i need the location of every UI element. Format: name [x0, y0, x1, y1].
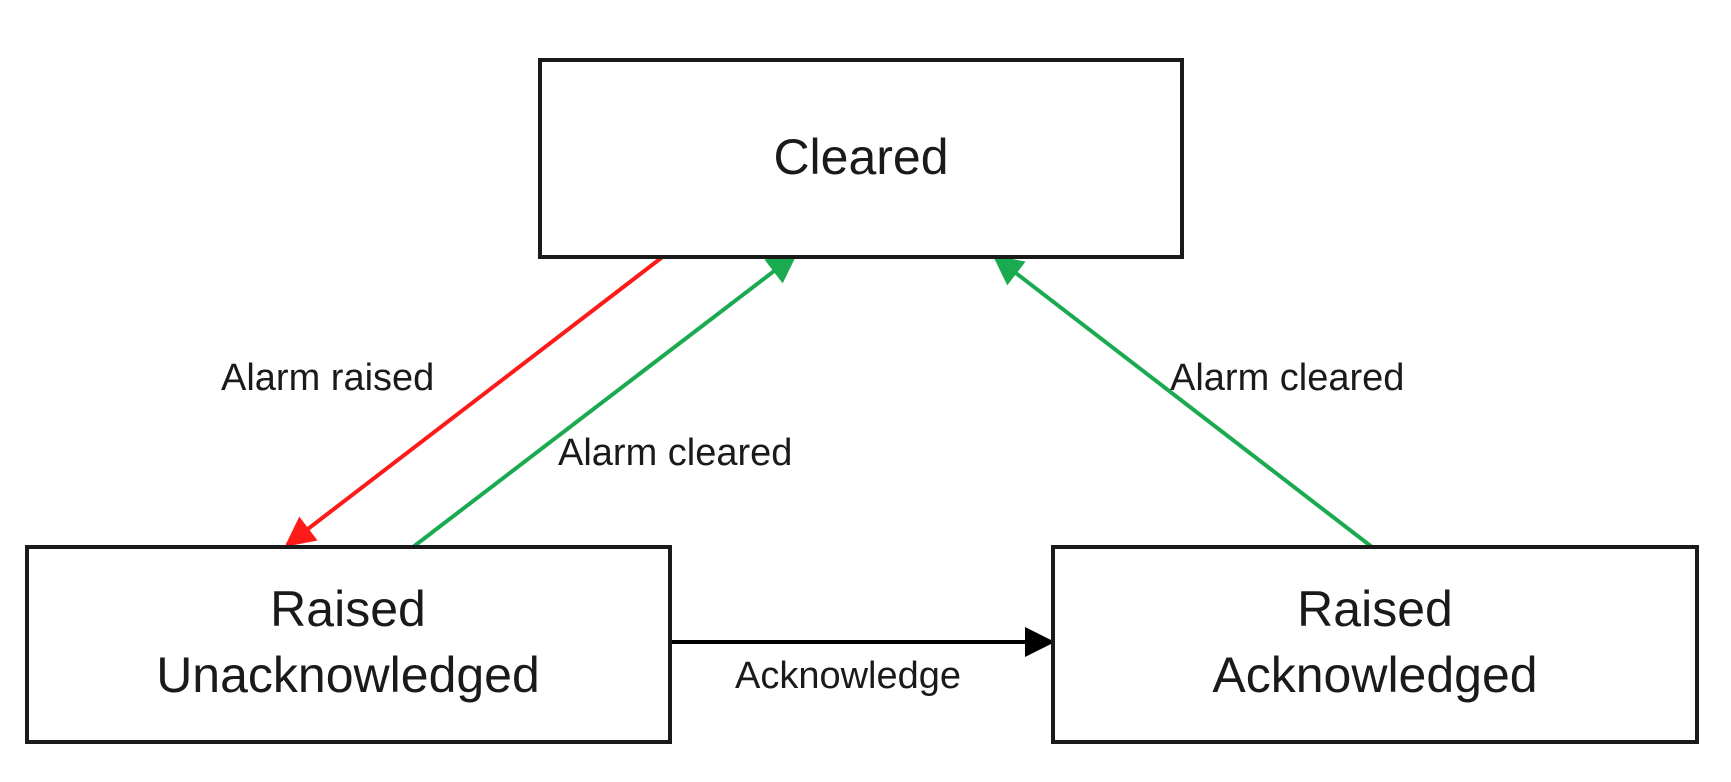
state-raised-ack-box	[1051, 545, 1699, 744]
state-cleared-label: Cleared	[773, 129, 948, 185]
alarm-raised-arrow	[284, 250, 671, 547]
state-raised-acknowledged: Raised Acknowledged	[1051, 545, 1699, 744]
alarm-raised-label: Alarm raised	[221, 357, 434, 399]
acknowledge-label: Acknowledge	[735, 655, 961, 697]
state-raised-unacknowledged: Raised Unacknowledged	[25, 545, 672, 744]
state-raised-unack-line1: Raised	[270, 581, 426, 637]
state-cleared: Cleared	[538, 58, 1184, 259]
state-raised-ack-line2: Acknowledged	[1212, 647, 1537, 703]
ack-to-cleared-arrow	[992, 255, 1374, 549]
state-raised-unack-box	[25, 545, 672, 744]
state-raised-unack-line2: Unacknowledged	[156, 647, 540, 703]
unack-to-cleared-arrow	[411, 253, 798, 549]
unack-cleared-label: Alarm cleared	[558, 432, 792, 474]
ack-cleared-label: Alarm cleared	[1170, 357, 1404, 399]
state-cleared-box	[538, 58, 1184, 259]
state-raised-ack-line1: Raised	[1297, 581, 1453, 637]
